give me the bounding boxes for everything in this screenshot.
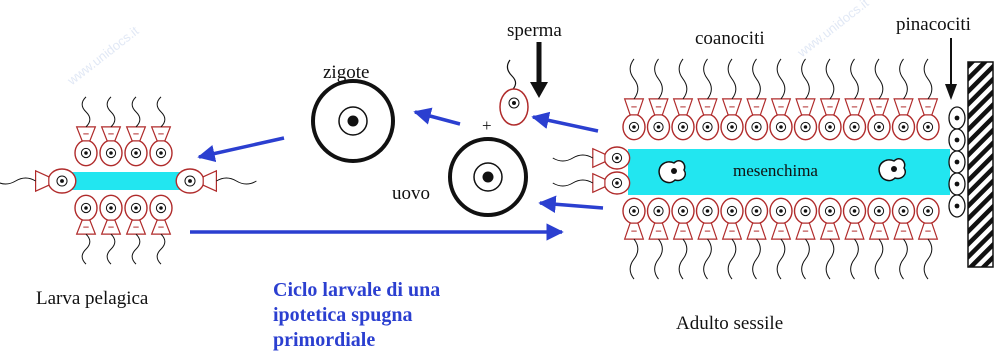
label-zigote: zigote xyxy=(323,62,369,84)
adult-bottom-cells xyxy=(623,198,939,279)
label-larva-pelagica: Larva pelagica xyxy=(36,288,148,310)
choanocyte xyxy=(553,172,630,194)
larva-body xyxy=(0,97,256,264)
choanocyte xyxy=(893,59,915,140)
choanocyte xyxy=(623,198,645,279)
choanocyte xyxy=(697,59,719,140)
choanocyte xyxy=(746,198,768,279)
sperm xyxy=(500,60,528,125)
pinacocyte xyxy=(949,129,965,151)
substrate-wall xyxy=(968,62,993,267)
sperm-pointer-arrow xyxy=(530,42,548,98)
choanocyte xyxy=(819,198,841,279)
choanocyte xyxy=(893,198,915,279)
choanocyte xyxy=(721,59,743,140)
blue-arrows xyxy=(190,112,603,232)
larva-top-cells xyxy=(75,97,172,166)
arrow-adult-sperm-release xyxy=(533,117,598,131)
choanocyte xyxy=(150,195,172,264)
choanocyte xyxy=(176,169,256,193)
choanocyte xyxy=(672,59,694,140)
choanocyte xyxy=(819,59,841,140)
caption-line-2: ipotetica spugna xyxy=(273,303,440,328)
larva-mesenchyme xyxy=(70,172,190,190)
choanocyte xyxy=(770,198,792,279)
pinacocyte-cells xyxy=(949,107,965,217)
choanocyte xyxy=(150,97,172,166)
choanocyte xyxy=(844,59,866,140)
choanocyte xyxy=(721,198,743,279)
choanocyte xyxy=(770,59,792,140)
figure-caption: Ciclo larvale di una ipotetica spugna pr… xyxy=(273,278,440,353)
choanocyte xyxy=(844,198,866,279)
choanocyte xyxy=(795,59,817,140)
pinacocyte-pointer-arrow xyxy=(945,38,957,100)
amoebocyte-right xyxy=(879,159,905,181)
pinacocyte xyxy=(949,195,965,217)
choanocyte xyxy=(672,198,694,279)
choanocyte xyxy=(648,59,670,140)
label-coanociti: coanociti xyxy=(695,28,765,50)
egg xyxy=(450,139,526,215)
pinacocyte xyxy=(949,173,965,195)
adult-top-cells xyxy=(623,59,939,140)
amoebocyte-left xyxy=(659,161,685,183)
adult-left-cells xyxy=(553,147,630,194)
label-sperma: sperma xyxy=(507,20,562,42)
choanocyte xyxy=(868,198,890,279)
arrow-zygote-to-larva xyxy=(199,138,284,157)
pinacocyte xyxy=(949,107,965,129)
choanocyte xyxy=(795,198,817,279)
choanocyte xyxy=(125,97,147,166)
choanocyte xyxy=(623,59,645,140)
choanocyte xyxy=(697,198,719,279)
label-uovo: uovo xyxy=(392,183,430,205)
larva-bottom-cells xyxy=(75,195,172,264)
label-adulto-sessile: Adulto sessile xyxy=(676,313,783,335)
caption-line-1: Ciclo larvale di una xyxy=(273,278,440,303)
choanocyte xyxy=(0,169,76,193)
choanocyte xyxy=(746,59,768,140)
choanocyte xyxy=(917,59,939,140)
choanocyte xyxy=(75,195,97,264)
choanocyte xyxy=(100,195,122,264)
arrow-fertilization-to-zygote xyxy=(415,112,460,124)
caption-line-3: primordiale xyxy=(273,328,440,353)
label-plus: + xyxy=(482,116,492,136)
pinacocyte xyxy=(949,151,965,173)
choanocyte xyxy=(648,198,670,279)
choanocyte xyxy=(75,97,97,166)
label-pinacociti: pinacociti xyxy=(896,14,971,36)
choanocyte xyxy=(917,198,939,279)
zygote xyxy=(313,81,393,161)
choanocyte xyxy=(553,147,630,169)
label-mesenchima: mesenchima xyxy=(733,161,818,181)
choanocyte xyxy=(868,59,890,140)
choanocyte xyxy=(125,195,147,264)
choanocyte xyxy=(100,97,122,166)
arrow-adult-egg-release xyxy=(540,203,603,208)
